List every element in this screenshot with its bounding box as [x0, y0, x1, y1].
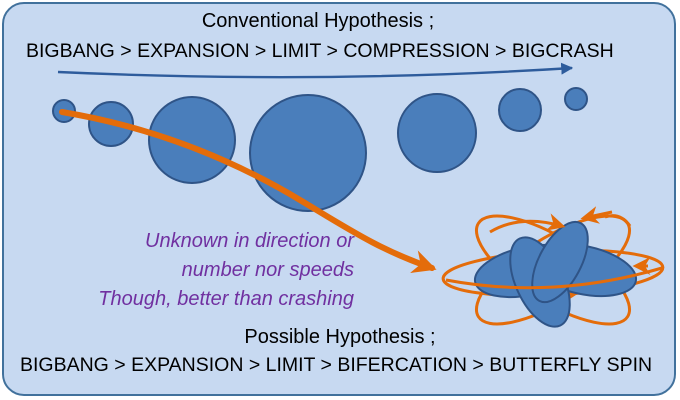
conventional-timeline-arrow [57, 62, 574, 79]
possible-hypothesis-sequence: BIGBANG > EXPANSION > LIMIT > BIFERCATIO… [20, 354, 653, 376]
conventional-hypothesis-title: Conventional Hypothesis ; [201, 10, 435, 32]
butterfly-orbits-front [445, 206, 663, 290]
universe-circle-7 [564, 87, 588, 111]
universe-circle-5 [397, 93, 477, 173]
conventional-hypothesis-sequence: BIGBANG > EXPANSION > LIMIT > COMPRESSIO… [26, 40, 614, 62]
universe-circle-6 [498, 88, 542, 132]
possible-path-arrow [59, 109, 437, 274]
annotation-line-2: number nor speeds [181, 259, 354, 281]
annotation-line-1: Unknown in direction or [145, 230, 354, 252]
possible-hypothesis-title: Possible Hypothesis ; [244, 326, 436, 348]
universe-circle-4 [249, 94, 367, 212]
universe-circle-3 [148, 96, 236, 184]
annotation-line-3: Though, better than crashing [98, 288, 354, 310]
butterfly-spin-blobs [473, 220, 638, 328]
